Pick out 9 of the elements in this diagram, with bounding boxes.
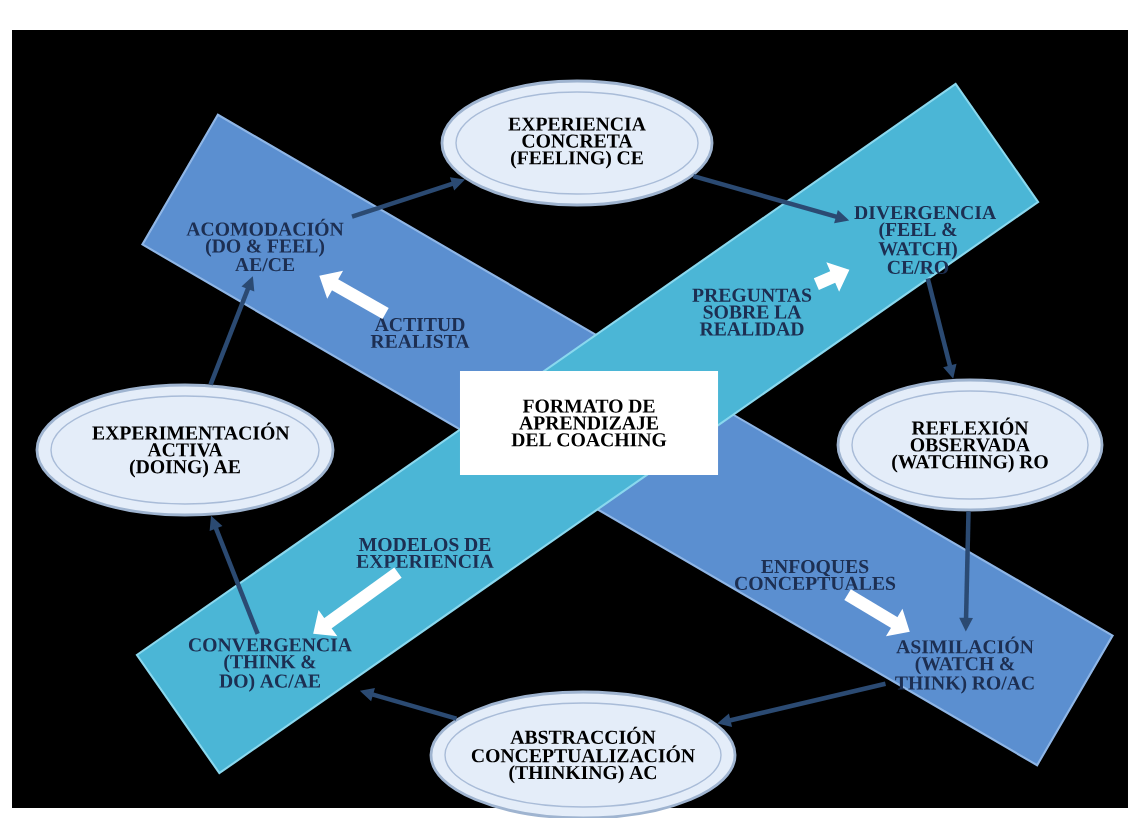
band-label: PREGUNTAS SOBRE LA REALIDAD — [692, 288, 812, 336]
band-label: MODELOS DE EXPERIENCIA — [356, 537, 494, 569]
band-label: ENFOQUES CONCEPTUALES — [735, 559, 896, 591]
arrow — [313, 567, 402, 637]
band-label: ACTITUD REALISTA — [370, 317, 470, 349]
band-label: ASIMILACIÓN (WATCH & THINK) RO/AC — [895, 636, 1034, 694]
band-label: ACOMODACIÓN (DO & FEEL) AE/CE — [186, 218, 344, 272]
band-label: DIVERGENCIA (FEEL & WATCH) CE/RO — [854, 206, 997, 274]
band-label: CONVERGENCIA (THINK & DO) AC/AE — [188, 638, 352, 692]
